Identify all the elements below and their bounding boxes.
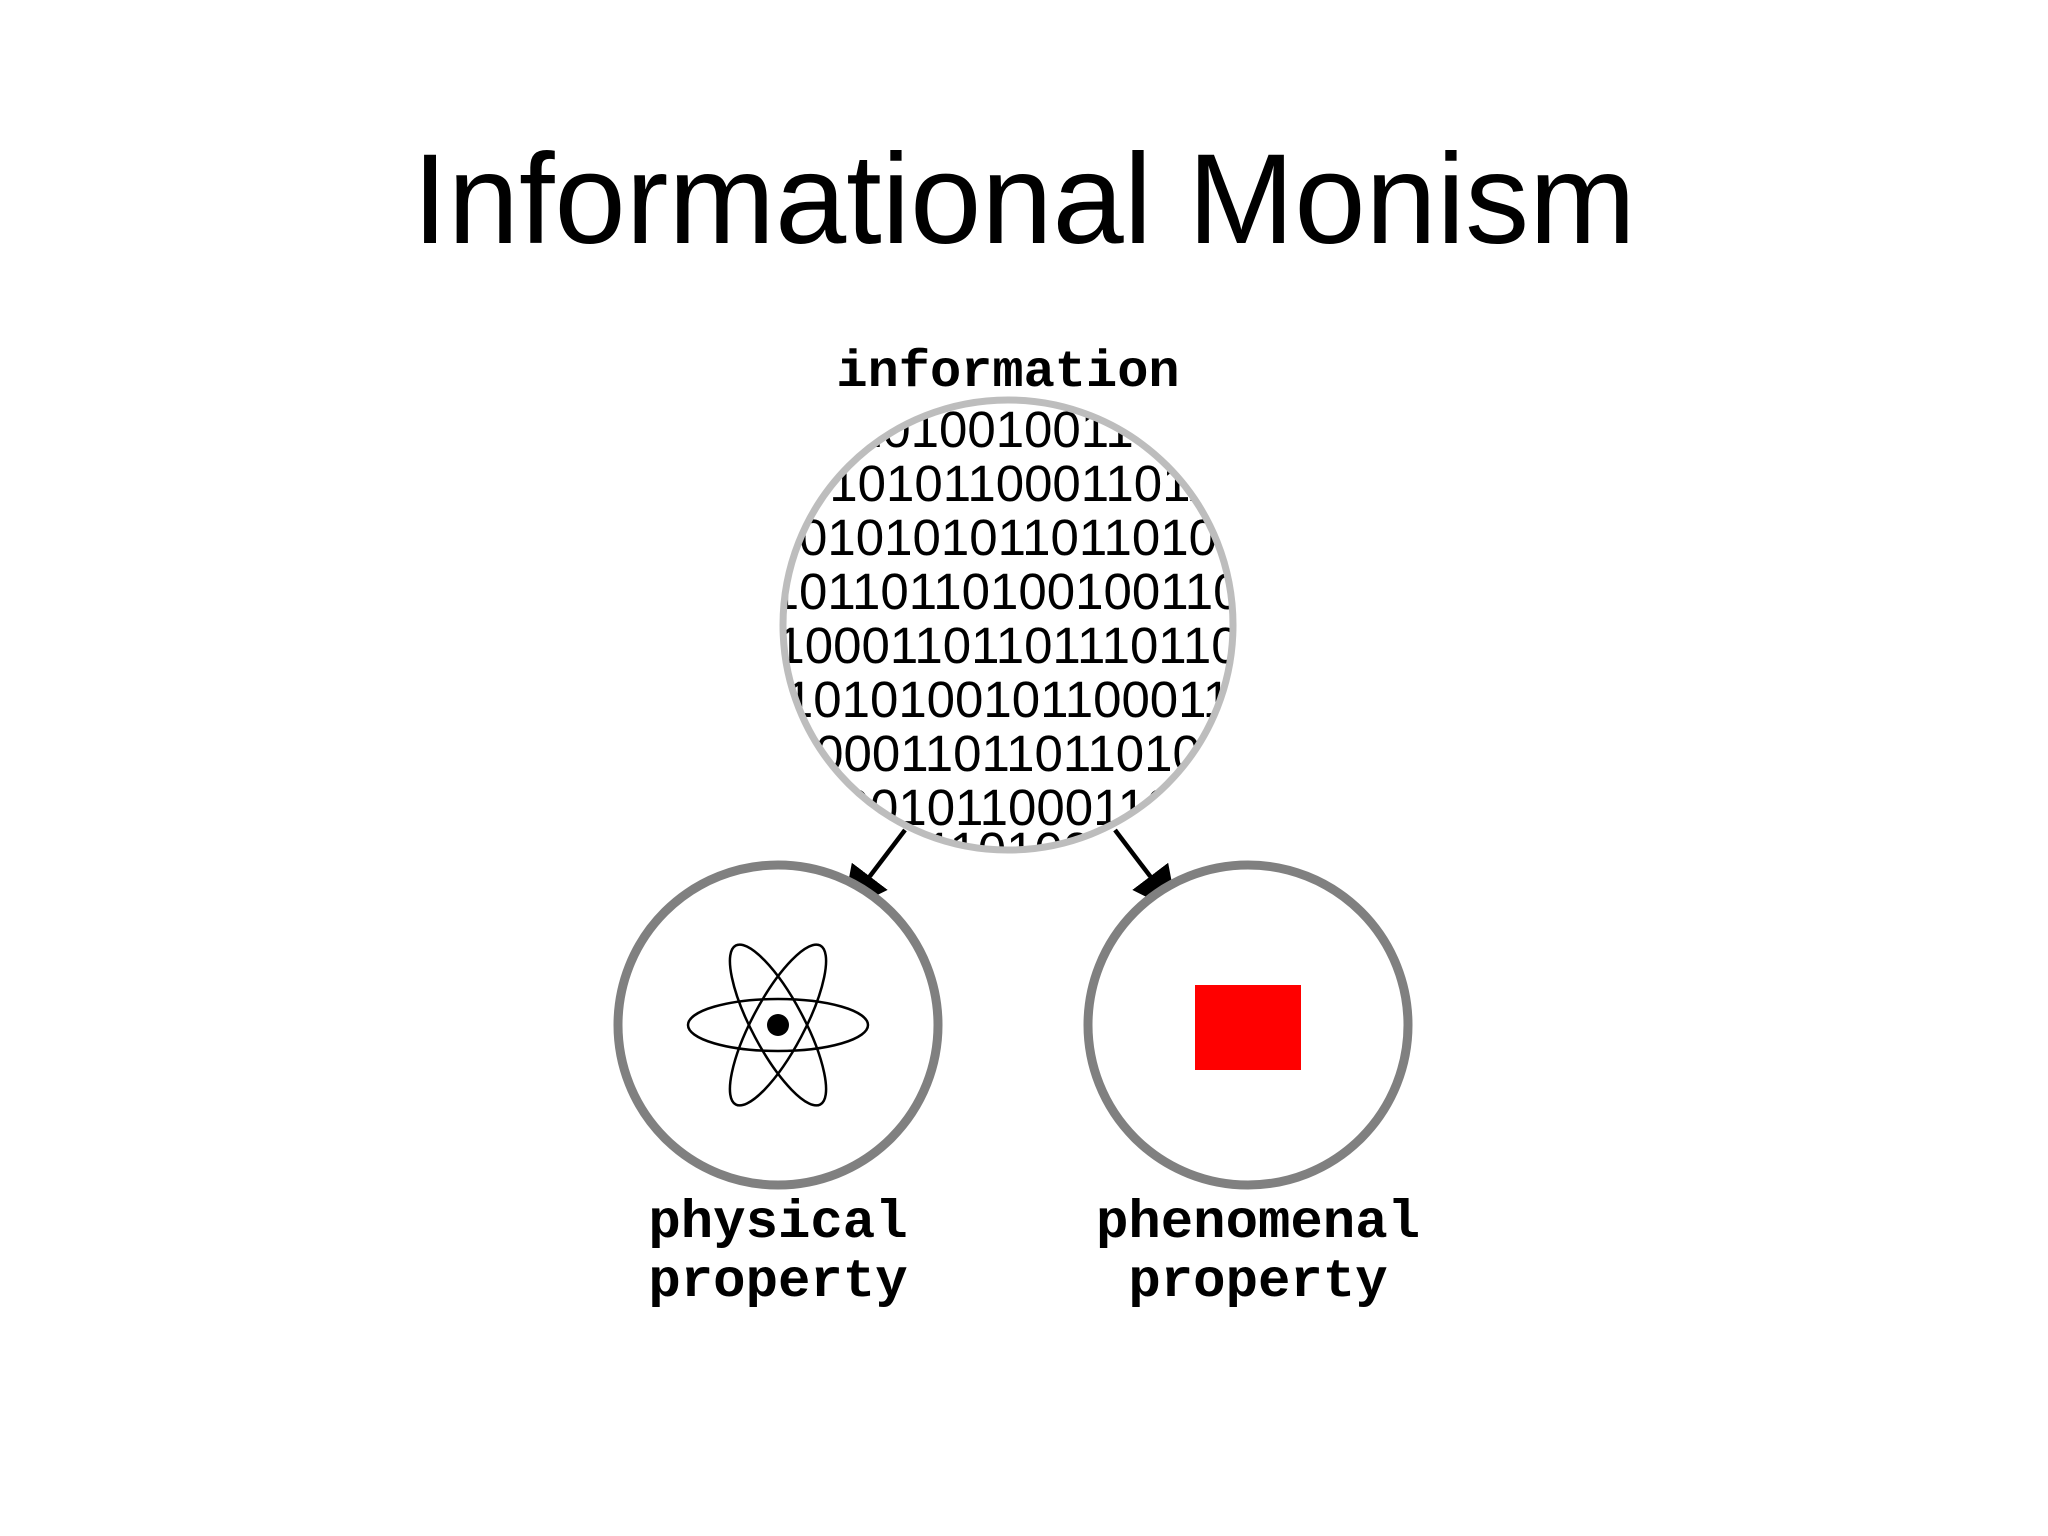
- binary-line: 10001101101110110: [776, 617, 1239, 674]
- slide-title: Informational Monism: [412, 128, 1636, 271]
- information-label: information: [836, 343, 1179, 402]
- binary-data-block: 0101001001101 00101011000110110 00101010…: [728, 401, 1288, 850]
- physical-label-line1: physical: [648, 1193, 907, 1254]
- binary-line: 1000110110110100: [787, 725, 1229, 782]
- atom-icon: [686, 943, 870, 1107]
- binary-line: 00101010110110100: [771, 509, 1246, 566]
- red-square-icon: [1195, 985, 1301, 1070]
- information-circle: [779, 396, 1237, 854]
- binary-line: 00101011000110110: [773, 455, 1244, 512]
- phenomenal-label-line1: phenomenal: [1096, 1193, 1420, 1254]
- phenomenal-label-line2: property: [1128, 1252, 1387, 1313]
- binary-line: 1101101101001001101: [746, 563, 1270, 620]
- binary-line: 0101001001101: [826, 401, 1191, 458]
- binary-line: 10101010010110001101: [728, 671, 1288, 728]
- physical-label-line2: property: [648, 1252, 907, 1313]
